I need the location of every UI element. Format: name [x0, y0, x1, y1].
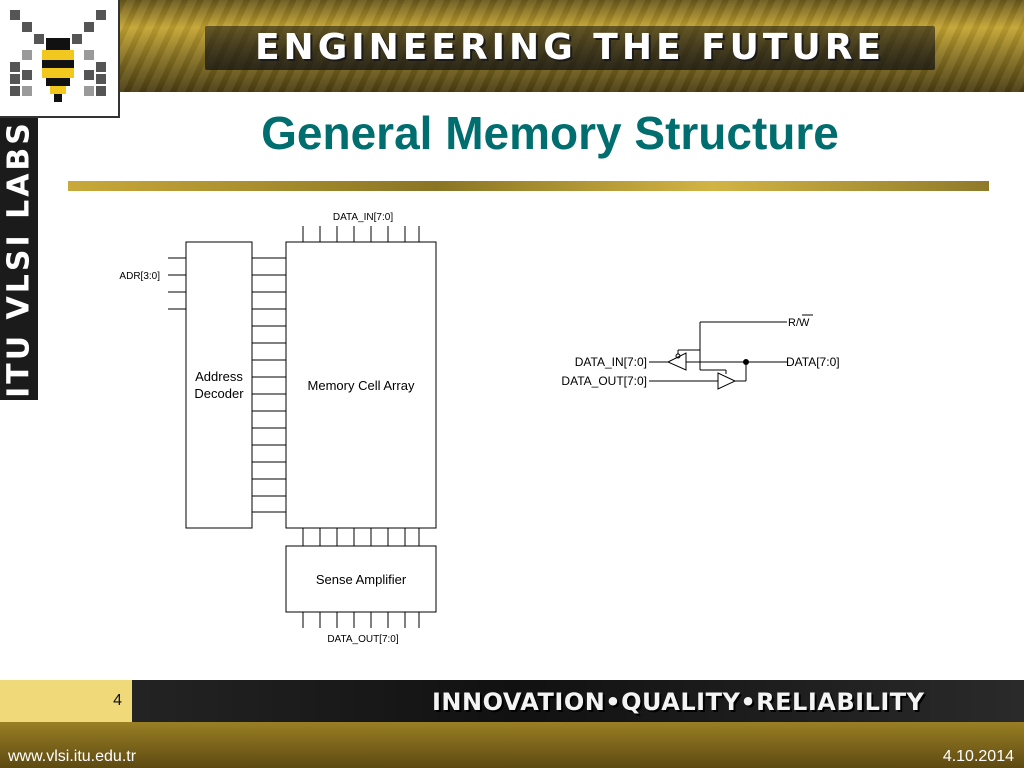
- output-buffer: [717, 372, 737, 390]
- footer-bar: [0, 680, 1024, 722]
- title-divider: [68, 181, 989, 191]
- page-title: General Memory Structure: [261, 107, 839, 159]
- memory-cell-array-label: Memory Cell Array: [308, 378, 415, 393]
- site-url[interactable]: www.vlsi.itu.edu.tr: [8, 748, 137, 765]
- logo: [0, 0, 120, 118]
- address-decoder-label-1: Address: [195, 369, 243, 384]
- address-decoder-box: [185, 241, 253, 529]
- adr-label: ADR[3:0]: [119, 271, 160, 282]
- slide-date: 4.10.2014: [942, 748, 1014, 765]
- adr-pins: [168, 257, 186, 310]
- bus-data-out-label: DATA_OUT[7:0]: [561, 374, 647, 388]
- bus-data-label: DATA[7:0]: [786, 355, 840, 369]
- side-label: ITU VLSI LABS: [1, 120, 37, 398]
- footer-slogan: INNOVATION•QUALITY•RELIABILITY: [432, 688, 925, 716]
- memory-cell-array-box: [285, 241, 437, 529]
- rw-label-prefix: R/: [788, 317, 800, 329]
- rw-label-bar: W: [799, 317, 810, 329]
- bit-lines: [302, 528, 420, 546]
- side-banner: ITU VLSI LABS: [0, 118, 38, 400]
- bottom-band: [0, 722, 1024, 768]
- address-decoder-label-2: Decoder: [194, 386, 244, 401]
- page-number: 4: [0, 680, 132, 722]
- header-slogan: ENGINEERING THE FUTURE: [205, 26, 935, 70]
- data-out-label: DATA_OUT[7:0]: [327, 634, 399, 645]
- data-in-label: DATA_IN[7:0]: [333, 212, 393, 223]
- word-lines: [252, 257, 286, 513]
- data-out-pins: [302, 612, 420, 628]
- rw-label: R/W: [788, 317, 810, 329]
- sense-amplifier-box: [285, 545, 437, 613]
- tristate-bus-circuit: [649, 314, 813, 390]
- bee-icon: [10, 10, 106, 102]
- bus-data-in-label: DATA_IN[7:0]: [575, 355, 647, 369]
- sense-amplifier-label: Sense Amplifier: [316, 572, 407, 587]
- data-in-pins: [302, 226, 420, 242]
